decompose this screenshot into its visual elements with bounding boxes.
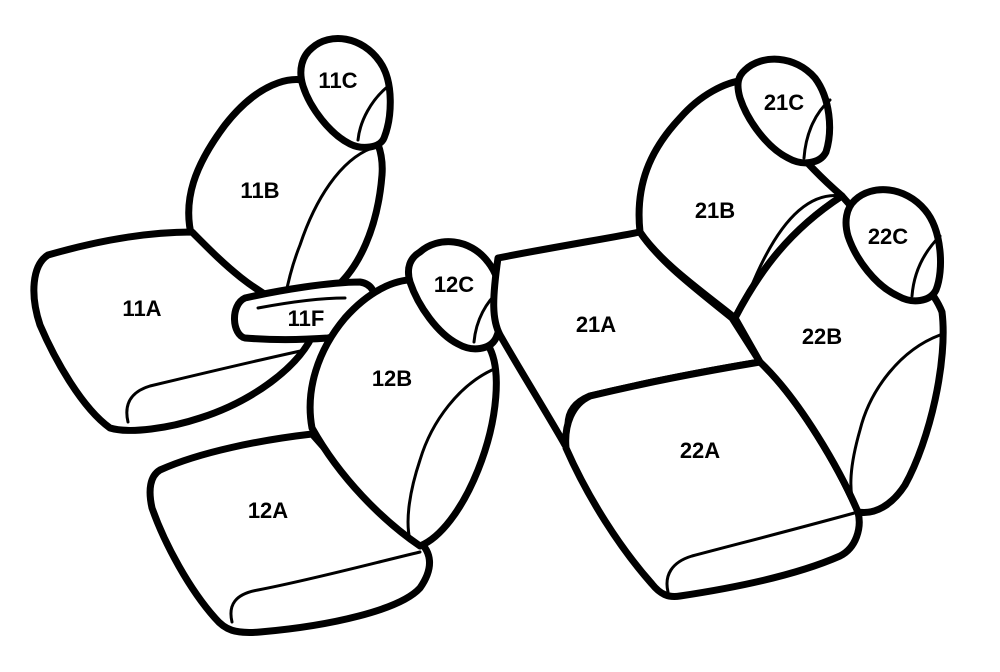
label-11B: 11B	[240, 178, 279, 203]
label-22B: 22B	[802, 324, 842, 349]
label-12B: 12B	[372, 366, 412, 391]
seam-12A	[229, 550, 422, 624]
label-11C: 11C	[318, 68, 357, 93]
rear-bench	[490, 55, 947, 600]
label-12A: 12A	[248, 498, 288, 523]
front-seat-right	[146, 238, 506, 636]
part-11A-cushion[interactable]	[30, 228, 319, 434]
label-21B: 21B	[695, 198, 735, 223]
seam-21B	[748, 194, 844, 292]
part-12B-backrest[interactable]	[306, 276, 500, 550]
part-labels: 11A 11B 11C 11F 12A 12B 12C 21A 21B 21C …	[122, 68, 908, 523]
seam-22A	[665, 510, 860, 594]
part-11C-headrest[interactable]	[297, 35, 394, 151]
seam-22C	[910, 234, 942, 298]
seam-12B	[406, 368, 494, 542]
seam-21C	[802, 98, 832, 160]
label-22A: 22A	[680, 438, 720, 463]
label-21C: 21C	[764, 90, 804, 115]
seam-11B	[283, 146, 374, 300]
seam-11C	[356, 86, 388, 142]
label-21A: 21A	[576, 312, 616, 337]
seam-11A	[125, 348, 307, 424]
label-12C: 12C	[434, 272, 474, 297]
seam-11F	[256, 296, 347, 310]
label-11F: 11F	[288, 306, 325, 331]
label-22C: 22C	[868, 224, 908, 249]
label-11A: 11A	[122, 296, 161, 321]
seam-22B	[849, 333, 942, 512]
